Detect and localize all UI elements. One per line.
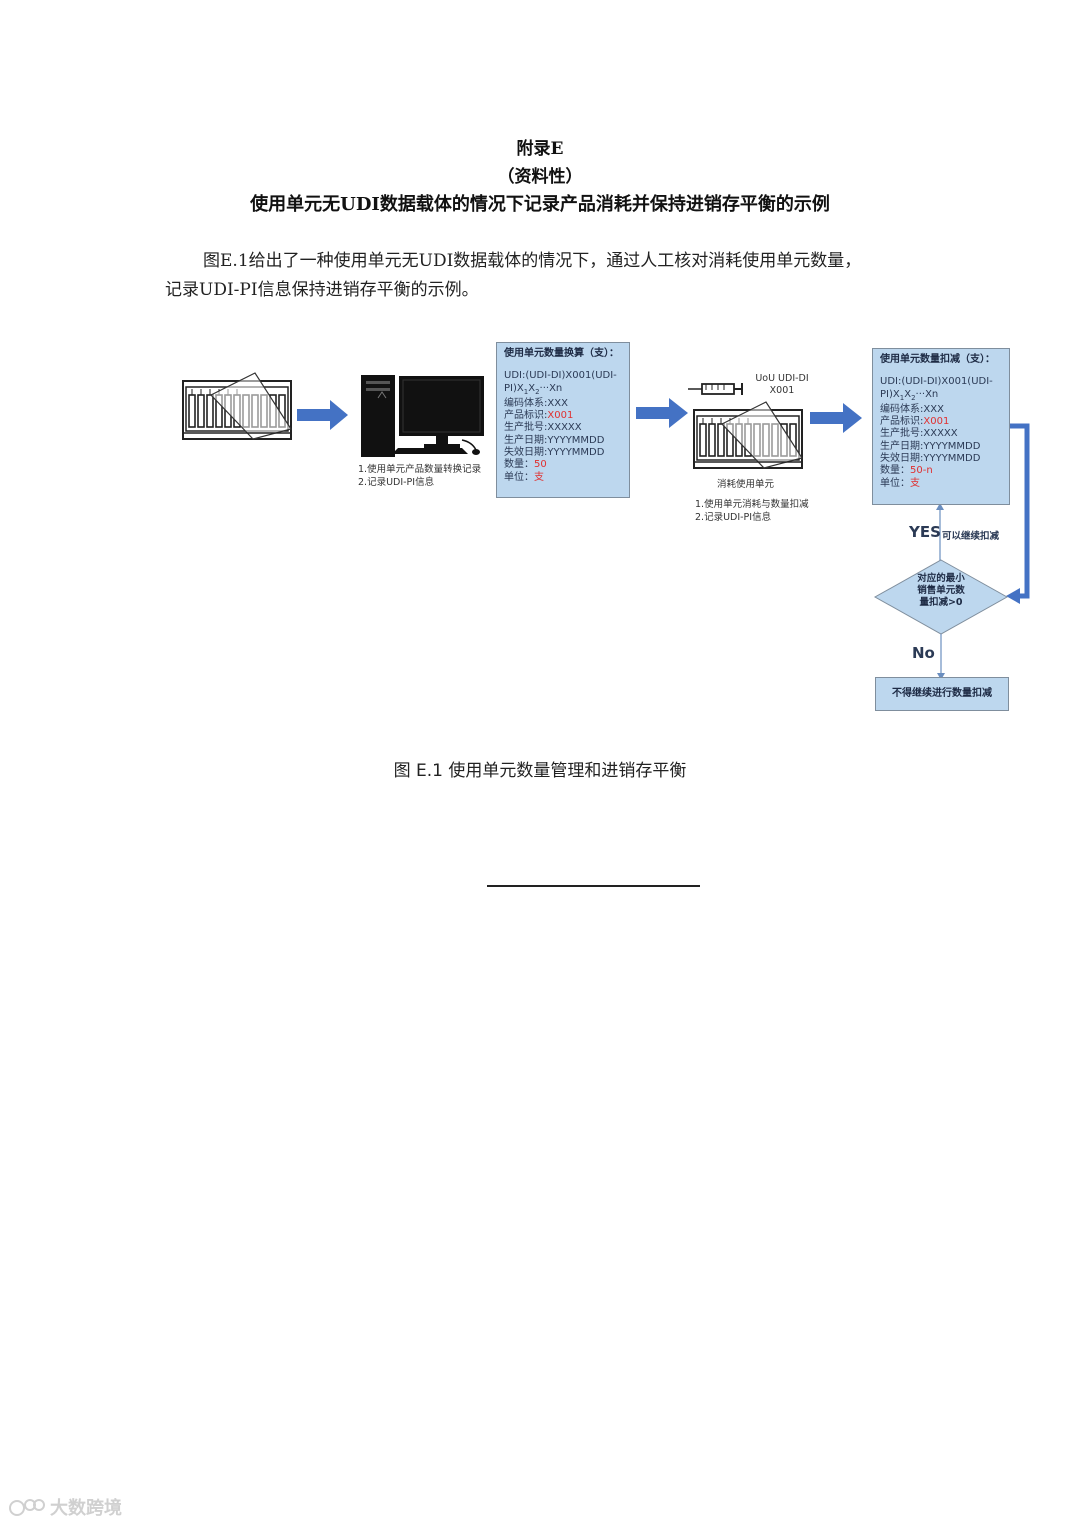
product-id-label: 产品标识: <box>504 410 548 422</box>
paragraph-line-2: 记录UDI-PI信息保持进销存平衡的示例。 <box>165 280 479 300</box>
syringe-rack-consumed-icon <box>693 401 803 469</box>
step2-caption-line1: 1.使用单元消耗与数量扣减 <box>695 499 809 510</box>
unit: 单位：支 <box>504 472 622 484</box>
mfg-date: 生产日期:YYYYMMDD <box>504 434 605 446</box>
computer-icon <box>361 375 484 457</box>
deduction-box-header: 使用单元数量扣减（支）： <box>880 354 995 365</box>
figure-e1-graphics <box>182 372 1030 680</box>
mfg-date: 生产日期:YYYYMMDD <box>880 440 981 452</box>
watermark-text: 大数跨境 <box>50 1498 122 1519</box>
watermark: 大数跨境 <box>8 1494 122 1520</box>
product-id-label: 产品标识: <box>880 416 924 428</box>
unit-value: 支 <box>910 477 920 489</box>
flow-arrow-1 <box>297 400 348 430</box>
decision-line3: 量扣减>0 <box>919 597 963 608</box>
uou-label-line2: X001 <box>769 385 795 396</box>
udi-b-prefix: PI)X <box>504 382 524 394</box>
no-arrowhead <box>937 673 945 680</box>
unit: 单位：支 <box>880 478 1002 490</box>
flow-arrow-3 <box>810 403 862 433</box>
syringe-rack-icon <box>182 372 292 440</box>
yes-arrowhead <box>936 503 944 510</box>
deduction-info-box: 使用单元数量扣减（支）： UDI:(UDI-DI)X001(UDI- PI)X1… <box>872 348 1010 505</box>
loop-arrowhead <box>1006 588 1020 604</box>
product-id-value: X001 <box>923 416 950 428</box>
appendix-label: 附录E <box>516 139 564 159</box>
conversion-box-header: 使用单元数量换算（支）： <box>504 348 619 359</box>
unit-label: 单位： <box>504 471 534 483</box>
uou-label: UoU UDI-DI X001 <box>752 373 812 397</box>
quantity: 数量：50-n <box>880 465 1002 477</box>
lot-number: 生产批号:XXXXX <box>504 422 582 434</box>
step1-caption-line1: 1.使用单元产品数量转换记录 <box>358 464 482 475</box>
quantity: 数量：50 <box>504 459 622 471</box>
udi-b-mid: X <box>904 388 912 400</box>
stop-deduction-box: 不得继续进行数量扣减 <box>875 677 1009 711</box>
udi-sub-2: 2 <box>911 393 916 402</box>
yes-note: 可以继续扣减 <box>942 531 1000 542</box>
decision-line1: 对应的最小 <box>917 573 965 584</box>
flow-arrow-2 <box>636 398 688 428</box>
udi-line-b: PI)X1X2···Xn <box>504 383 622 398</box>
end-rule <box>487 885 700 887</box>
appendix-nature: （资料性） <box>497 167 583 187</box>
udi-sub-1: 1 <box>523 387 529 396</box>
udi-b-prefix: PI)X <box>880 388 900 400</box>
step2-caption: 1.使用单元消耗与数量扣减 2.记录UDI-PI信息 <box>695 498 809 524</box>
product-id-value: X001 <box>547 410 574 422</box>
paragraph-line-1: 图E.1给出了一种使用单元无UDI数据载体的情况下，通过人工核对消耗使用单元数量… <box>203 251 862 271</box>
watermark-logo-icon <box>9 1499 45 1516</box>
unit-value: 支 <box>534 471 544 483</box>
step2-caption-line2: 2.记录UDI-PI信息 <box>695 512 772 523</box>
appendix-title: 使用单元无UDI数据载体的情况下记录产品消耗并保持进销存平衡的示例 <box>250 194 830 215</box>
udi-line-a: UDI:(UDI-DI)X001(UDI- <box>504 370 617 382</box>
loop-connector <box>1010 423 1030 599</box>
quantity-label: 数量： <box>504 459 534 471</box>
step1-caption: 1.使用单元产品数量转换记录 2.记录UDI-PI信息 <box>358 463 481 489</box>
yes-label: YES <box>909 523 941 541</box>
lot-number: 生产批号:XXXXX <box>880 428 958 440</box>
decision-text: 对应的最小 销售单元数 量扣减>0 <box>891 573 991 609</box>
unit-label: 单位： <box>880 477 910 489</box>
conversion-info-box: 使用单元数量换算（支）： UDI:(UDI-DI)X001(UDI- PI)X1… <box>496 342 630 498</box>
exp-date: 失效日期:YYYYMMDD <box>504 447 605 459</box>
udi-line-b: PI)X1X2···Xn <box>880 389 1002 404</box>
product-id: 产品标识:X001 <box>504 410 622 422</box>
syringe-icon <box>688 383 743 395</box>
step1-caption-line2: 2.记录UDI-PI信息 <box>358 477 435 488</box>
coding-system: 编码体系:XXX <box>504 397 568 409</box>
quantity-value: 50 <box>534 459 547 471</box>
quantity-label: 数量： <box>880 465 910 477</box>
decision-line2: 销售单元数 <box>917 585 965 596</box>
figure-caption: 图 E.1 使用单元数量管理和进销存平衡 <box>393 761 687 781</box>
udi-b-suffix: ···Xn <box>915 388 939 400</box>
quantity-value: 50-n <box>910 465 933 477</box>
udi-b-suffix: ···Xn <box>539 382 563 394</box>
product-id: 产品标识:X001 <box>880 416 1002 428</box>
uou-label-line1: UoU UDI-DI <box>755 373 809 384</box>
udi-sub-1: 1 <box>899 393 905 402</box>
consume-caption: 消耗使用单元 <box>717 479 775 490</box>
coding-system: 编码体系:XXX <box>880 403 944 415</box>
udi-sub-2: 2 <box>535 387 540 396</box>
exp-date: 失效日期:YYYYMMDD <box>880 453 981 465</box>
no-label: No <box>912 644 935 662</box>
udi-line-a: UDI:(UDI-DI)X001(UDI- <box>880 376 993 388</box>
udi-b-mid: X <box>528 382 536 394</box>
